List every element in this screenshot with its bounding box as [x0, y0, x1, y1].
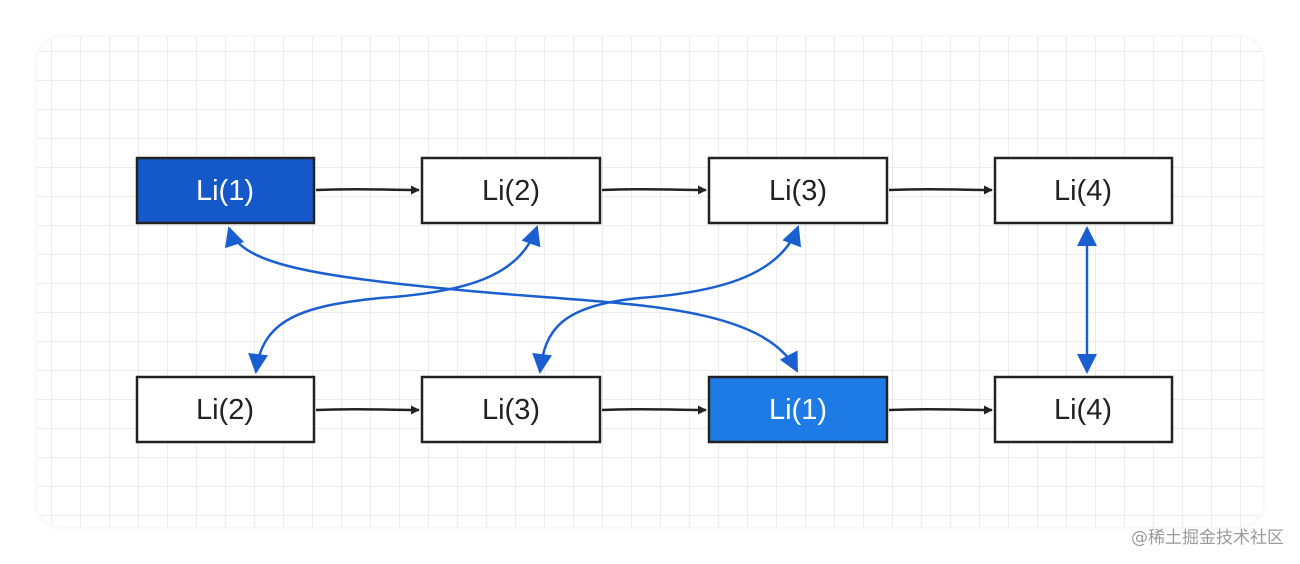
watermark: @稀土掘金技术社区: [1131, 528, 1284, 548]
bottom-node-1-label: Li(2): [196, 394, 254, 426]
top-node-4: Li(4): [993, 156, 1174, 225]
top-arrow-3-4: [888, 185, 993, 195]
bottom-node-3-label: Li(1): [769, 394, 827, 426]
top-node-3-label: Li(3): [769, 175, 827, 207]
mapping-arrow-li2: [248, 225, 541, 374]
bottom-arrow-3-4: [888, 405, 993, 415]
bottom-node-4-label: Li(4): [1054, 394, 1112, 426]
mapping-arrow-li3: [532, 225, 802, 374]
bottom-node-1: Li(2): [135, 375, 316, 444]
top-node-2: Li(2): [420, 156, 602, 225]
top-node-3: Li(3): [707, 156, 889, 225]
bottom-node-2: Li(3): [420, 375, 602, 444]
top-node-1-label: Li(1): [196, 175, 254, 207]
top-arrow-1-2: [315, 185, 420, 195]
bottom-node-3: Li(1): [707, 375, 889, 444]
top-node-4-label: Li(4): [1054, 175, 1112, 207]
bottom-node-2-label: Li(3): [482, 394, 540, 426]
top-node-2-label: Li(2): [482, 175, 540, 207]
mapping-arrow-li1: [225, 226, 799, 373]
bottom-arrow-2-3: [601, 405, 707, 415]
bottom-arrow-1-2: [315, 405, 420, 415]
top-arrow-2-3: [601, 185, 707, 195]
top-node-1: Li(1): [135, 156, 316, 225]
bottom-node-4: Li(4): [993, 375, 1174, 444]
